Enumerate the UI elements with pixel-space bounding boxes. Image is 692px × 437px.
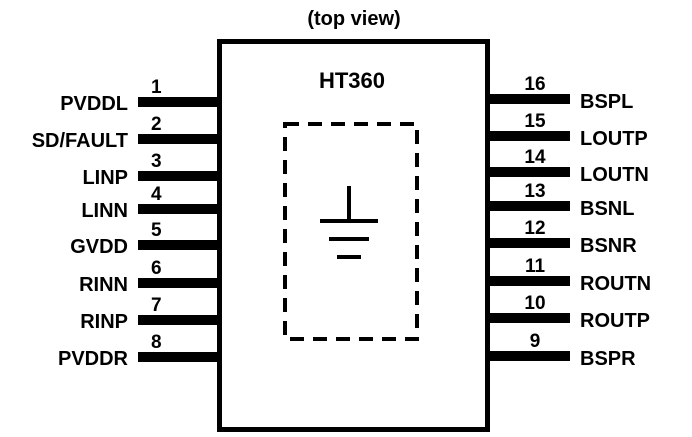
pin-lead	[488, 276, 570, 286]
pin-number: 15	[524, 111, 546, 132]
pin-number: 13	[524, 181, 545, 202]
pin-name: RINN	[79, 274, 128, 296]
pin-number: 3	[151, 151, 162, 172]
pin-name: LOUTP	[580, 128, 648, 150]
pin-lead	[488, 238, 570, 248]
right-pins: 16BSPL15LOUTP14LOUTN13BSNL12BSNR11ROUTN1…	[488, 74, 651, 370]
chip-name: HT360	[319, 68, 385, 93]
pin-name: BSNR	[580, 235, 637, 257]
pin-lead	[138, 97, 218, 107]
pin-lead	[138, 204, 218, 214]
pin-lead	[138, 278, 218, 288]
pin-number: 10	[524, 293, 545, 314]
pin-number: 16	[524, 74, 545, 95]
pin-lead	[488, 167, 570, 177]
left-pins: 1PVDDL2SD/FAULT3LINP4LINN5GVDD6RINN7RINP…	[32, 77, 218, 370]
view-title: (top view)	[307, 8, 400, 30]
chip-body	[217, 39, 490, 432]
pin-lead	[488, 94, 570, 104]
pin-number: 12	[524, 218, 545, 239]
pin-number: 9	[530, 331, 541, 352]
pin-name: GVDD	[70, 236, 128, 258]
pin-number: 5	[151, 220, 162, 241]
pin-lead	[488, 201, 570, 211]
pin-lead	[138, 240, 218, 250]
pin-lead	[488, 131, 570, 141]
pin-number: 2	[151, 114, 162, 135]
pin-name: RINP	[80, 311, 128, 333]
pin-2: 2SD/FAULT	[32, 114, 218, 152]
pin-lead	[138, 352, 218, 362]
pin-name: BSNL	[580, 198, 634, 220]
pin-name: PVDDR	[58, 348, 129, 370]
pin-name: ROUTP	[580, 310, 650, 332]
pin-lead	[138, 171, 218, 181]
pin-number: 1	[151, 77, 162, 98]
pin-number: 8	[151, 332, 162, 353]
pin-name: LINP	[82, 167, 128, 189]
pin-name: BSPR	[580, 348, 636, 370]
pin-name: BSPL	[580, 91, 633, 113]
pin-lead	[138, 315, 218, 325]
pin-lead	[138, 134, 218, 144]
pin-lead	[488, 351, 570, 361]
pin-name: SD/FAULT	[32, 130, 128, 152]
ground-icon	[320, 186, 378, 259]
pin-name: LINN	[81, 200, 128, 222]
pin-number: 6	[151, 258, 162, 279]
thermal-pad-outline	[283, 122, 419, 341]
pin-name: ROUTN	[580, 273, 651, 295]
pin-number: 4	[151, 184, 162, 205]
pin-name: LOUTN	[580, 164, 649, 186]
pin-name: PVDDL	[60, 93, 128, 115]
pin-number: 14	[524, 147, 546, 168]
pin-lead	[488, 313, 570, 323]
pin-number: 11	[525, 256, 546, 277]
pin-number: 7	[151, 295, 162, 316]
